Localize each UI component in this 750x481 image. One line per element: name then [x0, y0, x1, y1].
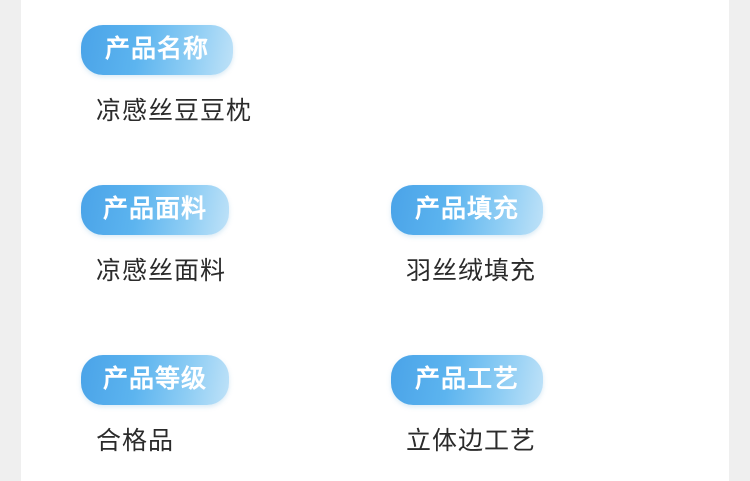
spec-value-product-grade: 合格品: [96, 427, 175, 455]
spec-grid: 产品名称 凉感丝豆豆枕 产品面料 凉感丝面料 产品填充 羽丝绒填充 产品等级 合…: [21, 0, 729, 481]
spec-item-product-filling: 产品填充 羽丝绒填充: [391, 185, 544, 285]
spec-item-product-craft: 产品工艺 立体边工艺: [391, 355, 544, 455]
spec-label-product-craft: 产品工艺: [391, 355, 544, 405]
spec-value-product-filling: 羽丝绒填充: [406, 257, 537, 285]
spec-item-product-name: 产品名称 凉感丝豆豆枕: [81, 25, 252, 124]
spec-value-product-craft: 立体边工艺: [406, 427, 537, 455]
spec-label-product-filling: 产品填充: [391, 185, 544, 235]
spec-label-product-fabric: 产品面料: [81, 185, 230, 235]
spec-item-product-fabric: 产品面料 凉感丝面料: [81, 185, 230, 285]
product-spec-card: 产品名称 凉感丝豆豆枕 产品面料 凉感丝面料 产品填充 羽丝绒填充 产品等级 合…: [21, 0, 729, 481]
spec-label-product-grade: 产品等级: [81, 355, 230, 405]
spec-value-product-fabric: 凉感丝面料: [96, 257, 227, 285]
spec-value-product-name: 凉感丝豆豆枕: [96, 97, 253, 125]
spec-item-product-grade: 产品等级 合格品: [81, 355, 230, 455]
spec-label-product-name: 产品名称: [81, 25, 234, 75]
